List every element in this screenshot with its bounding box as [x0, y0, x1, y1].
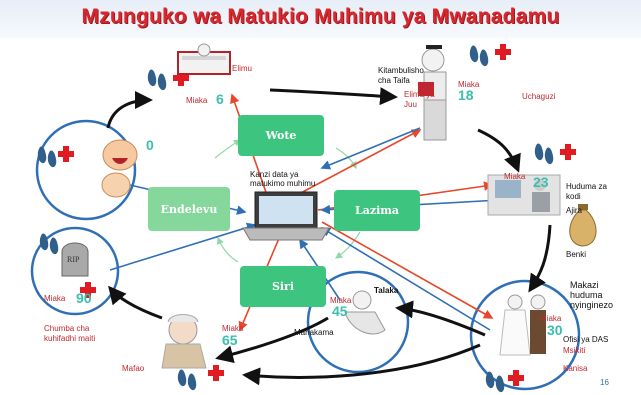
other-services-line3: nyinginezo — [570, 300, 614, 310]
divorce-age-prefix: Miaka — [330, 296, 352, 305]
svg-text:RIP: RIP — [67, 255, 80, 264]
birth-circle — [35, 119, 137, 221]
national-id-line2: cha Taifa — [378, 76, 410, 85]
retirement-age: 65 — [222, 332, 238, 348]
work-age-prefix: Miaka — [504, 172, 526, 181]
other-services-line2: huduma — [570, 290, 603, 300]
birth-age: 0 — [146, 137, 154, 153]
employment-label: Ajira — [566, 206, 583, 215]
elderly-woman-icon — [161, 314, 207, 369]
other-services-line1: Makazi — [570, 280, 599, 290]
red-cross-icon — [495, 44, 511, 60]
red-cross-icon — [508, 370, 524, 386]
death-age: 90 — [76, 290, 92, 306]
title-bar — [0, 0, 641, 38]
red-cross-icon — [560, 144, 576, 160]
marriage-age-prefix: Miaka — [540, 314, 562, 323]
church-label: Kanisa — [563, 364, 588, 373]
marriage-circle — [469, 279, 581, 391]
baby-icon — [101, 139, 138, 198]
morgue-line2: kuhifadhi maiti — [44, 334, 96, 343]
divorce-label: Talaka — [374, 286, 399, 295]
red-cross-icon — [208, 365, 224, 381]
benefits-label: Mafao — [122, 364, 145, 373]
death-age-prefix: Miaka — [44, 294, 66, 303]
box-endelevu: Endelevu — [148, 187, 230, 231]
slide-title: Mzunguko wa Matukio Muhimu ya Mwanadamu — [81, 5, 560, 28]
bank-label: Benki — [566, 250, 587, 259]
national-id-line1: Kitambulisho — [378, 66, 424, 75]
red-cross-icon — [58, 146, 74, 162]
work-age: 23 — [533, 174, 549, 190]
money-bag-icon — [569, 204, 597, 247]
education-label: Elimu — [232, 64, 253, 73]
mosque-label: Msikiti — [563, 346, 586, 355]
tax-services-line2: kodi — [566, 192, 581, 201]
retirement-age-prefix: Miaka — [222, 324, 244, 333]
das-office-label: Ofisi ya DAS — [563, 335, 609, 344]
tombstone-icon: RIP — [61, 242, 89, 277]
footprints-icon — [37, 146, 57, 168]
divorce-circle — [306, 270, 410, 374]
education-age-prefix: Miaka — [186, 96, 208, 105]
higher-ed-age: 18 — [458, 87, 474, 103]
books-icon — [177, 43, 231, 75]
higher-ed-label-line2: Juu — [404, 100, 417, 109]
box-wote: Wote — [238, 115, 324, 156]
higher-ed-label-line1: Elimu ya — [404, 90, 435, 99]
center-label: Kanzi data ya matukimo muhimu — [250, 170, 316, 188]
sad-person-icon — [344, 290, 386, 335]
page-number: 16 — [600, 378, 609, 387]
footprints-icon — [485, 371, 505, 393]
box-lazima: Lazima — [334, 190, 420, 231]
education-age: 6 — [216, 91, 224, 107]
divorce-age: 45 — [332, 303, 348, 319]
tax-services-line1: Huduma za — [566, 182, 607, 191]
laptop-icon — [242, 191, 330, 241]
court-label: Mahakama — [294, 328, 334, 337]
election-label: Uchaguzi — [522, 92, 556, 101]
wedding-couple-icon — [499, 294, 546, 356]
box-siri: Siri — [240, 266, 326, 307]
office-worker-icon — [487, 174, 561, 216]
death-circle — [30, 226, 120, 316]
higher-ed-age-prefix: Miaka — [458, 80, 480, 89]
marriage-age: 30 — [547, 322, 563, 338]
footprints-icon — [534, 143, 554, 165]
footprints-icon — [469, 45, 489, 67]
morgue-line1: Chumba cha — [44, 324, 90, 333]
footprints-icon — [177, 369, 197, 391]
graduate-icon — [418, 45, 447, 141]
footprints-icon — [147, 69, 167, 91]
